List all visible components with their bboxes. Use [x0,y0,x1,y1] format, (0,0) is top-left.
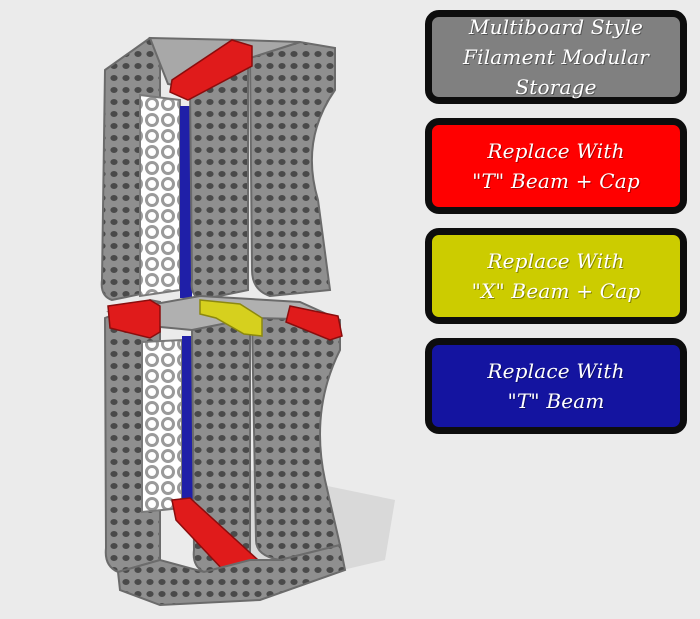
upper-blue-beam [180,106,192,298]
legend-line-2: "T" Beam [507,389,605,413]
legend-multiboard-style: Multiboard Style Filament Modular Storag… [425,10,687,104]
upper-middle-wall [188,58,249,302]
lower-middle-wall [190,316,251,574]
legend-t-beam: Replace With "T" Beam [425,338,687,434]
legend-line-1: Replace With [487,139,625,163]
upper-right-wall [248,40,336,298]
legend-line-2: "T" Beam + Cap [472,169,640,193]
upper-back-panel [139,93,181,298]
color-legend: Multiboard Style Filament Modular Storag… [425,10,690,434]
legend-t-beam-cap: Replace With "T" Beam + Cap [425,118,687,214]
lower-module [103,294,347,607]
lower-blue-beam [182,336,194,508]
lower-right-wall [250,306,342,562]
upper-red-beam [169,39,253,101]
legend-line-2: Filament Modular Storage [463,45,649,99]
lower-back-panel [141,338,183,514]
lower-red-left-cap [107,299,161,339]
legend-line-1: Multiboard Style [468,15,644,39]
legend-line-2: "X" Beam + Cap [471,279,641,303]
storage-model-render [100,36,395,607]
legend-line-1: Replace With [487,249,625,273]
legend-x-beam-cap: Replace With "X" Beam + Cap [425,228,687,324]
storage-model-svg [100,36,395,607]
lower-red-right-cap [285,305,343,341]
legend-line-1: Replace With [487,359,625,383]
upper-module [100,36,336,302]
lower-yellow-beam [199,299,263,337]
lower-floor [116,543,347,607]
